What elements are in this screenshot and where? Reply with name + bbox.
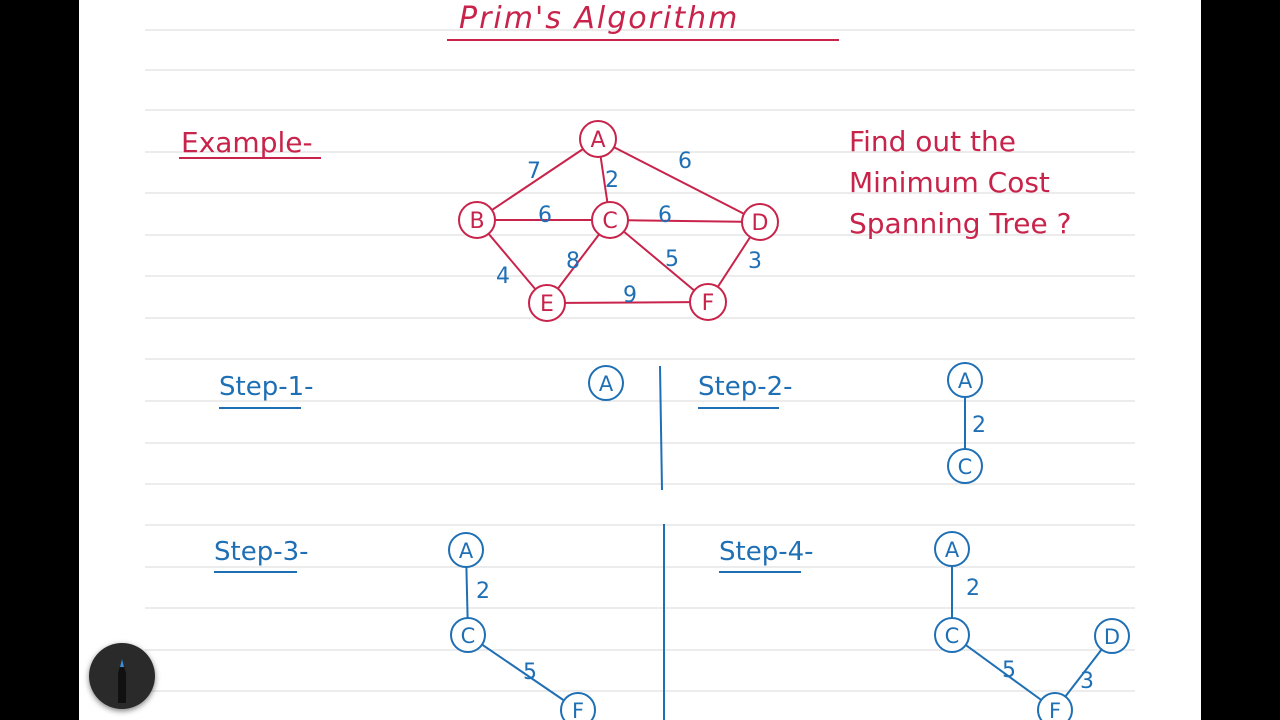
page-title: Prim's Algorithm	[459, 1, 739, 36]
step-label-3: Step-3-	[214, 537, 309, 567]
step-edge-weight: 5	[1002, 658, 1016, 683]
graph-node-E	[528, 284, 566, 322]
step-4-edge-CF	[951, 634, 1056, 711]
graph-node-label: D	[752, 211, 769, 236]
graph-edge-weight: 5	[665, 247, 679, 272]
graph-edge-EF	[546, 301, 709, 304]
graph-edge-weight: 4	[496, 264, 510, 289]
graph-edge-weight: 6	[678, 149, 692, 174]
step-3-node-C	[450, 617, 486, 653]
graph-node-label: B	[469, 209, 484, 234]
step-label-4: Step-4-	[719, 537, 814, 567]
step-4-node-C	[934, 617, 970, 653]
graph-edge-CD	[609, 219, 761, 223]
step-edge-weight: 2	[966, 576, 980, 601]
step-node-label: A	[945, 538, 960, 562]
graph-edge-weight: 7	[527, 159, 541, 184]
pen-tool-button[interactable]	[89, 643, 155, 709]
step-node-label: F	[572, 699, 584, 720]
step-2-node-C	[947, 448, 983, 484]
step-label-2: Step-2-	[698, 372, 793, 402]
step-edge-weight: 2	[476, 579, 490, 604]
divider-top	[659, 365, 663, 491]
graph-node-B	[458, 201, 496, 239]
graph-node-label: A	[590, 128, 605, 153]
step-3-node-F	[560, 692, 596, 720]
step-edge-weight: 3	[1080, 669, 1094, 694]
step-1-node-A	[588, 365, 624, 401]
graph-edge-weight: 6	[538, 203, 552, 228]
graph-edge-AB	[476, 138, 599, 221]
graph-edge-AD	[597, 138, 761, 223]
step-3-edge-CF	[467, 634, 579, 711]
question-line: Minimum Cost	[849, 166, 1050, 199]
question-line: Find out the	[849, 125, 1016, 158]
graph-edge-weight: 3	[748, 249, 762, 274]
example-label: Example-	[181, 126, 313, 159]
graph-node-label: F	[702, 291, 715, 316]
graph-node-label: C	[602, 209, 617, 234]
step-node-label: C	[945, 624, 960, 648]
step-node-label: D	[1104, 625, 1120, 649]
pen-icon	[118, 659, 126, 703]
step-node-label: C	[461, 624, 476, 648]
step-label-1: Step-1-	[219, 372, 314, 402]
graph-edge-CF	[609, 219, 709, 303]
step-4-node-D	[1094, 618, 1130, 654]
step-edge-weight: 2	[972, 413, 986, 438]
graph-edge-weight: 6	[658, 203, 672, 228]
graph-node-label: E	[540, 292, 554, 317]
step-node-label: A	[599, 372, 614, 396]
step-edge-weight: 5	[523, 660, 537, 685]
step-4-node-A	[934, 531, 970, 567]
graph-edge-weight: 8	[566, 249, 580, 274]
step-node-label: F	[1049, 699, 1061, 720]
graph-edge-weight: 2	[605, 168, 619, 193]
step-node-label: C	[958, 455, 973, 479]
step-node-label: A	[958, 369, 973, 393]
graph-node-F	[689, 283, 727, 321]
question-line: Spanning Tree ?	[849, 207, 1072, 240]
step-2-node-A	[947, 362, 983, 398]
step-4-node-F	[1037, 692, 1073, 720]
graph-edge-weight: 9	[623, 283, 637, 308]
step-3-node-A	[448, 532, 484, 568]
graph-node-C	[591, 201, 629, 239]
step-node-label: A	[459, 539, 474, 563]
graph-node-D	[741, 203, 779, 241]
graph-node-A	[579, 120, 617, 158]
